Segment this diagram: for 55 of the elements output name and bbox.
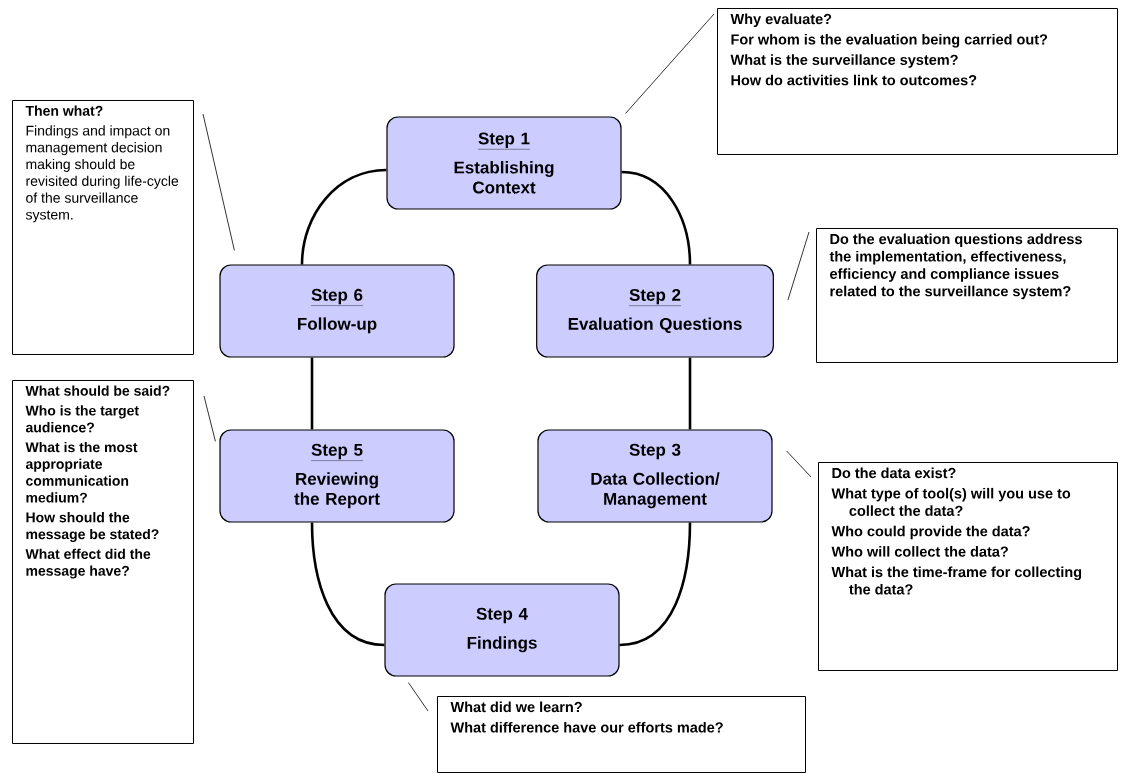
step-number: Step 1 [477,132,531,150]
connector-line [688,357,692,430]
step-title: Evaluation Questions [568,317,742,334]
question-text: Who will collect the data? [831,546,1008,557]
step-box [219,429,455,523]
step-number: Step 2 [628,288,682,306]
step-title: Findings [467,636,537,653]
question-text: What effect did the message have? [25,548,151,579]
connector-line [310,357,314,430]
question-text: How do activities link to outcomes? [731,74,977,86]
question-text: What is the most appropriate communication medium? [25,441,138,503]
callout-box [816,228,1118,363]
question-text: How should the message be stated? [26,512,159,542]
question-text: Who is the target audience? [25,405,139,433]
step-number: Step 6 [310,288,364,306]
step-number: Step 4 [476,607,528,624]
question-text: What did we learn? [450,701,582,713]
question-text: What type of tool(s) will you use to collect the data? [831,487,1071,516]
question-text: What is the surveillance system? [730,54,958,68]
step-title: Follow-up [298,317,377,334]
callout-box [12,100,194,355]
step-title: Data Collection/ Management [591,472,720,509]
step-box [386,116,622,210]
question-text: What should be said? [25,385,170,396]
note-text: Findings and impact on management decision making should be revisited during life-cycle of the surveillance system. [25,125,179,223]
step-box [537,429,773,523]
leader-line [203,395,216,442]
callout-box [717,8,1118,155]
note-text: Do the evaluation questions address the implementation, effectiveness, efficiency and compliance issues related to the surveillance system? [829,233,1082,300]
heading: Then what? [25,105,103,116]
connector-line [619,522,692,647]
leader-line [408,682,429,712]
step-box [219,264,455,358]
question-text: Who could provide the data? [831,525,1030,540]
callout-box [437,696,806,773]
question-text: For whom is the evaluation being carried out? [731,33,1048,48]
leader-line [202,113,235,251]
step-box [536,264,774,358]
step-number: Step 5 [310,443,364,461]
step-box [384,583,620,677]
connector-line [310,522,385,647]
leader-line [787,231,810,301]
question-text: Why evaluate? [730,13,832,27]
callout-box [818,462,1118,671]
callout-box [12,380,194,744]
leader-line [625,13,715,114]
connector-line [621,170,692,265]
leader-line [786,450,812,478]
step-title: Establishing Context [454,161,554,194]
connector-line [300,168,387,265]
question-text: What is the time-frame for collecting the data? [831,566,1082,595]
step-title: Reviewing the Report [294,472,380,509]
step-number: Step 3 [629,443,681,460]
question-text: Do the data exist? [832,467,956,479]
question-text: What difference have our efforts made? [450,721,723,733]
